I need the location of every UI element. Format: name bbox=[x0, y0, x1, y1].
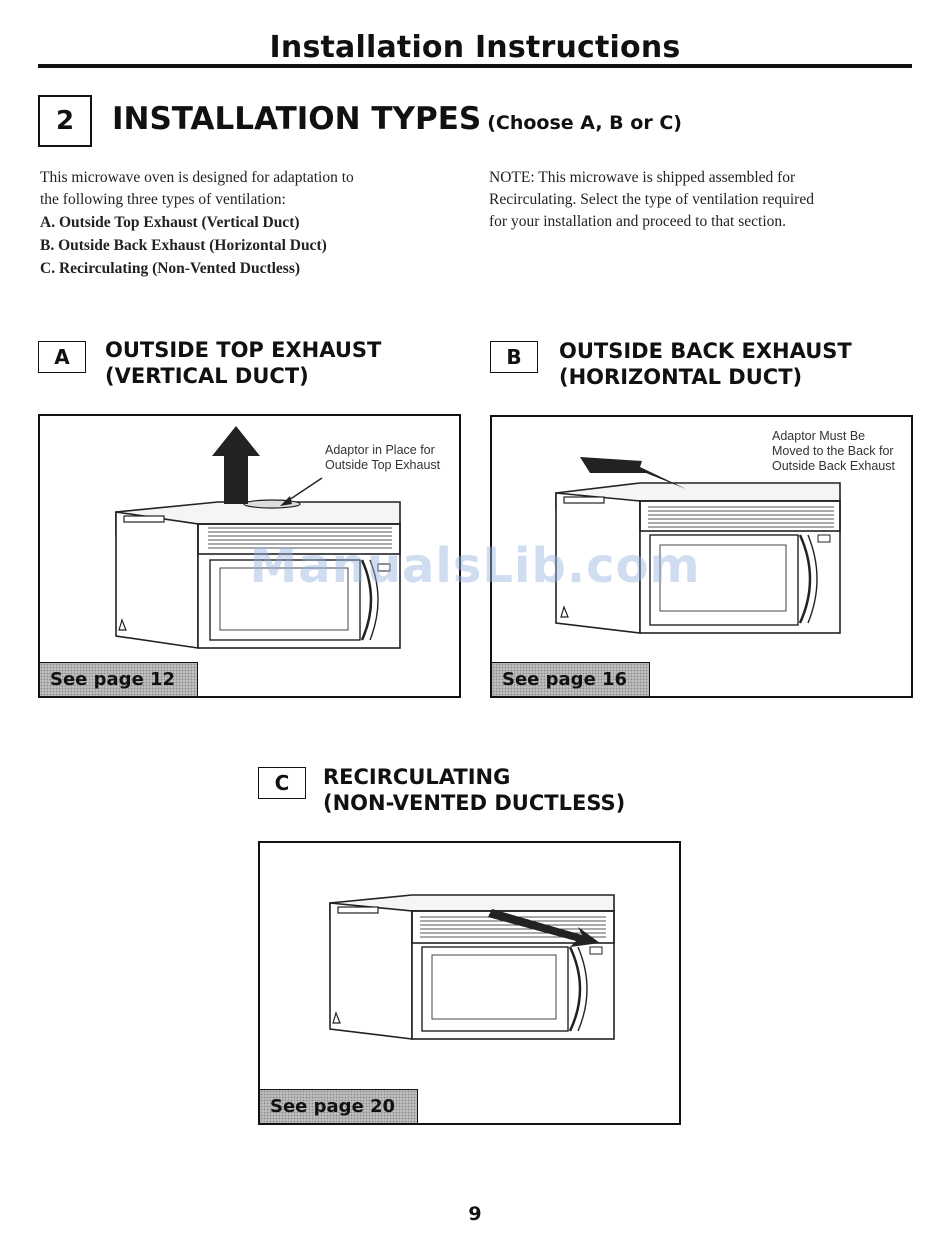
option-b-title-line: OUTSIDE BACK EXHAUST bbox=[559, 339, 852, 363]
page-header-title: Installation Instructions bbox=[269, 30, 681, 65]
option-c-panel: See page 20 bbox=[258, 841, 681, 1125]
note-label: NOTE: bbox=[489, 169, 535, 186]
ventilation-type-b: B. Outside Back Exhaust (Horizontal Duct… bbox=[40, 237, 327, 254]
section-title-subtitle: (Choose A, B or C) bbox=[487, 112, 682, 134]
section-title: INSTALLATION TYPES(Choose A, B or C) bbox=[112, 101, 682, 137]
option-c-letter-box: C bbox=[258, 767, 306, 799]
option-b-callout: Adaptor Must Be Moved to the Back for Ou… bbox=[772, 429, 895, 474]
microwave-recirculating-illustration bbox=[329, 894, 615, 1040]
option-a-callout: Adaptor in Place for Outside Top Exhaust bbox=[325, 443, 440, 473]
option-a-see-page-label: See page 12 bbox=[40, 662, 198, 696]
option-a-title-line: OUTSIDE TOP EXHAUST bbox=[105, 338, 382, 362]
option-c-title-line: RECIRCULATING bbox=[323, 765, 511, 789]
step-number-box: 2 bbox=[38, 95, 92, 147]
intro-text: This microwave oven is designed for adap… bbox=[40, 167, 440, 280]
microwave-top-exhaust-illustration bbox=[115, 426, 401, 649]
note-line: Recirculating. Select the type of ventil… bbox=[489, 191, 814, 208]
section-title-main: INSTALLATION TYPES bbox=[112, 101, 482, 137]
note-text: NOTE: This microwave is shipped assemble… bbox=[489, 167, 909, 233]
ventilation-type-c: C. Recirculating (Non-Vented Ductless) bbox=[40, 260, 301, 277]
ventilation-type-a: A. Outside Top Exhaust (Vertical Duct) bbox=[40, 214, 300, 231]
microwave-back-exhaust-illustration bbox=[555, 457, 841, 634]
option-c-title: RECIRCULATING (NON-VENTED DUCTLESS) bbox=[323, 764, 625, 816]
option-a-title-line: (VERTICAL DUCT) bbox=[105, 364, 309, 388]
option-a-title: OUTSIDE TOP EXHAUST (VERTICAL DUCT) bbox=[105, 337, 381, 389]
page-number: 9 bbox=[468, 1203, 482, 1225]
option-b-title: OUTSIDE BACK EXHAUST (HORIZONTAL DUCT) bbox=[559, 338, 852, 390]
option-b-title-line: (HORIZONTAL DUCT) bbox=[559, 365, 803, 389]
note-line: for your installation and proceed to tha… bbox=[489, 213, 786, 230]
intro-line: the following three types of ventilation… bbox=[40, 191, 286, 208]
option-c-title-line: (NON-VENTED DUCTLESS) bbox=[323, 791, 626, 815]
header-rule bbox=[38, 64, 912, 68]
option-a-panel: Adaptor in Place for Outside Top Exhaust… bbox=[38, 414, 461, 698]
option-b-letter-box: B bbox=[490, 341, 538, 373]
option-a-letter-box: A bbox=[38, 341, 86, 373]
option-b-see-page-label: See page 16 bbox=[492, 662, 650, 696]
callout-line: Outside Back Exhaust bbox=[772, 459, 895, 473]
callout-line: Outside Top Exhaust bbox=[325, 458, 441, 472]
note-line: This microwave is shipped assembled for bbox=[534, 169, 796, 186]
callout-line: Moved to the Back for bbox=[772, 444, 894, 458]
callout-line: Adaptor Must Be bbox=[772, 429, 866, 443]
callout-line: Adaptor in Place for bbox=[325, 443, 435, 457]
option-c-see-page-label: See page 20 bbox=[260, 1089, 418, 1123]
intro-line: This microwave oven is designed for adap… bbox=[40, 169, 354, 186]
option-b-panel: Adaptor Must Be Moved to the Back for Ou… bbox=[490, 415, 913, 698]
